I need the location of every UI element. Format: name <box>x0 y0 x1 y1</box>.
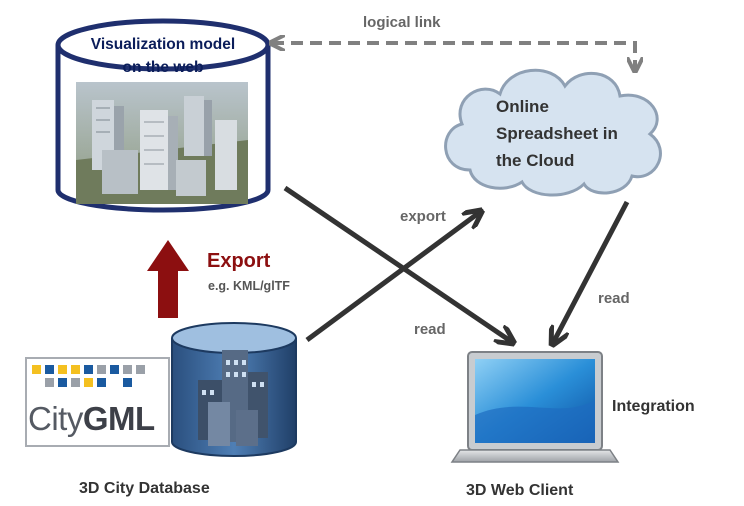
export-up-arrow <box>147 240 189 318</box>
citygml-suffix: GML <box>82 400 155 437</box>
logical-link-label: logical link <box>363 14 441 31</box>
read-arrow-left <box>283 185 512 342</box>
read-right-label: read <box>598 290 630 307</box>
cloud-label: Online Spreadsheet in the Cloud <box>496 93 618 174</box>
export-formats: e.g. KML/glTF <box>208 279 290 293</box>
cloud-line2: Spreadsheet in <box>496 124 618 143</box>
city-model-image <box>76 82 248 204</box>
export-arrow <box>305 212 480 343</box>
cloud-line3: the Cloud <box>496 151 575 170</box>
cloud-line1: Online <box>496 97 549 116</box>
citygml-logo <box>25 357 170 447</box>
visualization-model-line1: Visualization model <box>90 36 236 53</box>
database-icon <box>171 322 297 457</box>
read-arrow-right <box>553 200 630 343</box>
integration-label: Integration <box>612 398 695 415</box>
visualization-model-line2: on the web <box>122 59 204 76</box>
logical-link-arrow <box>272 43 635 70</box>
database-caption: 3D City Database <box>79 480 210 497</box>
visualization-model-label: Visualization model on the web <box>68 33 258 79</box>
export-arrow-label: export <box>400 208 446 225</box>
read-left-label: read <box>414 321 446 338</box>
export-title: Export <box>207 250 271 272</box>
citygml-prefix: City <box>28 400 83 437</box>
client-caption: 3D Web Client <box>466 482 574 499</box>
laptop-icon <box>450 351 620 463</box>
citygml-wordmark: CityGML <box>28 400 155 438</box>
cloud-icon <box>444 68 662 197</box>
